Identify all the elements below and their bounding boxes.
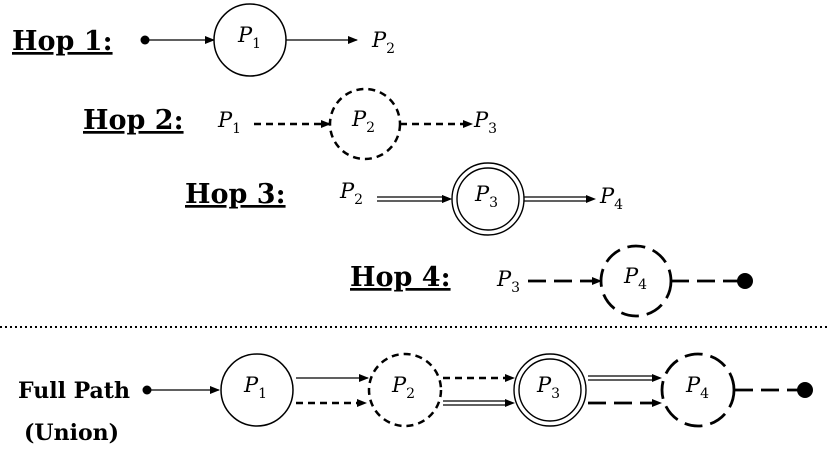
hop-3-from-label: P2 [339, 179, 363, 208]
full-end-dot [797, 382, 813, 398]
full-node-p3-label: P3 [536, 373, 560, 402]
hop-2-to-label: P3 [473, 108, 497, 137]
full-node-p1-label: P1 [243, 373, 267, 402]
hop-2-label: Hop 2: [83, 105, 184, 136]
full-p3-p4-double-arrow [588, 374, 662, 382]
full-node-p1 [220, 353, 294, 427]
hop-4-node-label: P4 [623, 264, 647, 293]
full-node-p3 [518, 358, 582, 422]
hop-3-label: Hop 3: [185, 179, 286, 210]
full-start-dot [142, 385, 152, 395]
full-node-p2-label: P2 [391, 373, 415, 402]
full-node-p4-label: P4 [685, 373, 709, 402]
full-path-label: Full Path [18, 378, 130, 404]
hop-2-node-label: P2 [351, 107, 375, 136]
hop-3-out-arrow [524, 195, 596, 203]
hop-4-label: Hop 4: [350, 262, 451, 293]
hop-4-end-dot [737, 273, 753, 289]
hop-3-node [456, 167, 520, 231]
hop-3-to-label: P4 [599, 184, 623, 213]
hop-3-node-label: P3 [474, 182, 498, 211]
hop-1-node-label: P1 [237, 23, 261, 52]
full-p2-p3-double-arrow [443, 399, 515, 407]
full-node-p2 [367, 352, 443, 428]
hop-1-label: Hop 1: [12, 26, 113, 57]
hop-1-to-label: P2 [371, 28, 395, 57]
hop-3-in-arrow [377, 195, 452, 203]
hop-2-from-label: P1 [217, 108, 241, 137]
full-node-p4 [660, 352, 736, 428]
hop-1-start-dot [140, 35, 150, 45]
hop-4-from-label: P3 [496, 267, 520, 296]
full-path-union-label: (Union) [24, 420, 119, 446]
